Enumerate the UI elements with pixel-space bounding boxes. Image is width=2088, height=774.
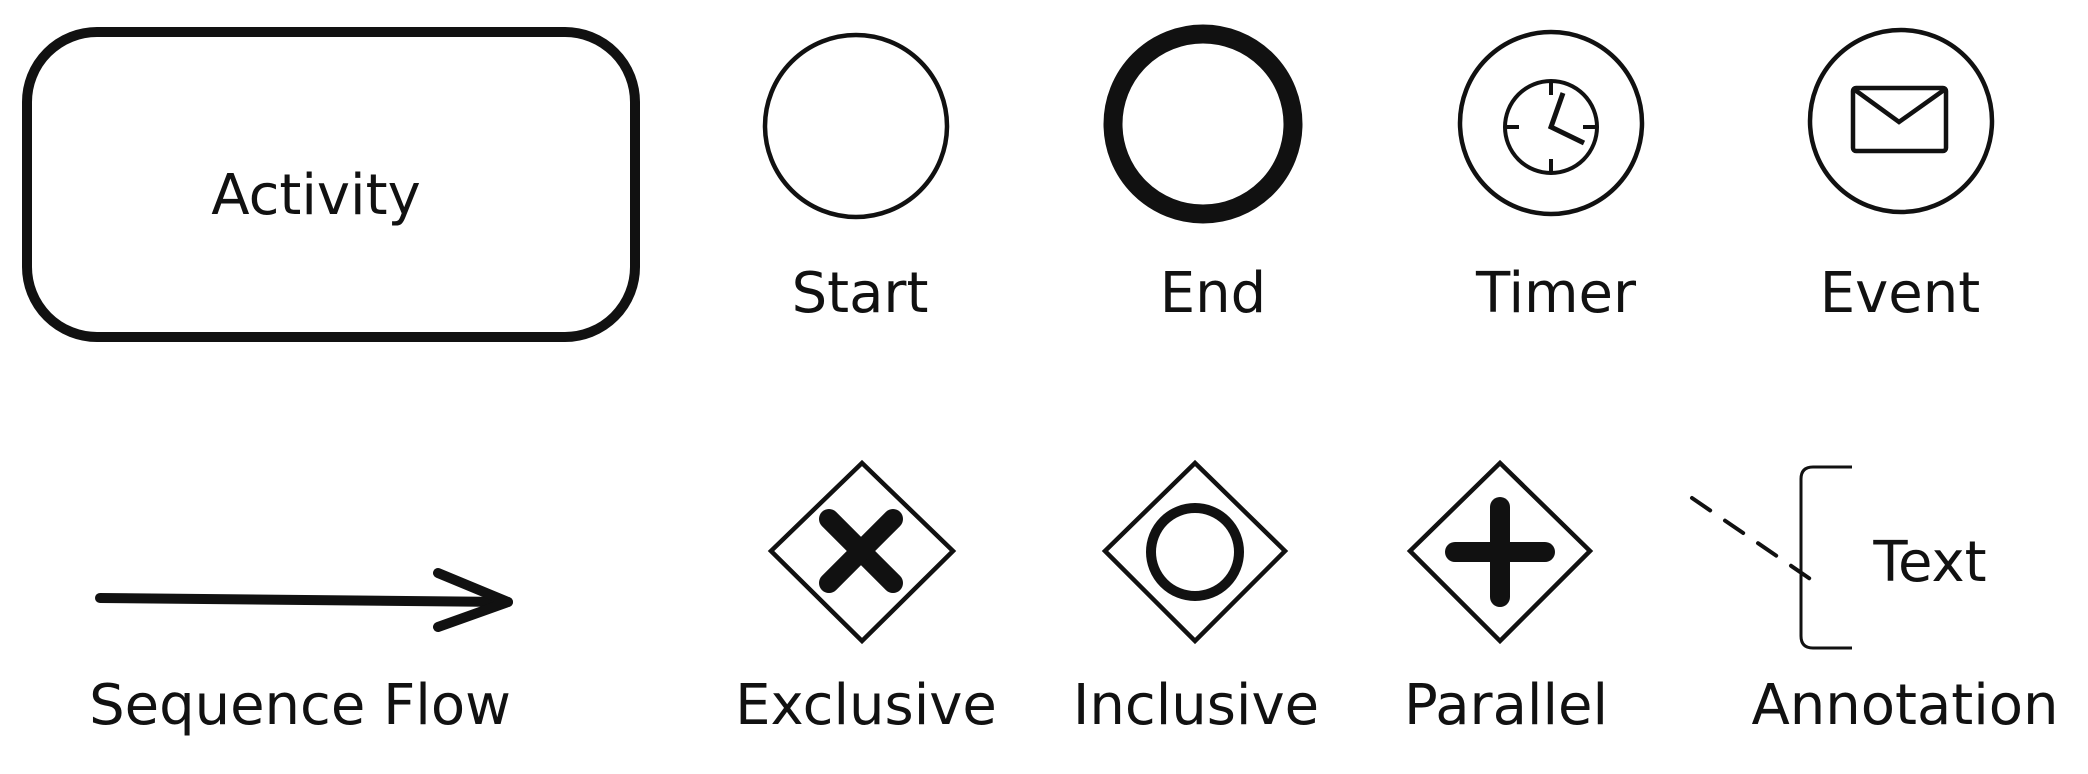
sequence-flow: Sequence Flow xyxy=(89,568,513,738)
exclusive-gateway: Exclusive xyxy=(735,459,997,738)
timer-event-label: Timer xyxy=(1475,261,1637,326)
annotation-label: Annotation xyxy=(1751,673,2058,738)
sequence-flow-label: Sequence Flow xyxy=(89,673,511,738)
parallel-gateway: Parallel xyxy=(1404,459,1608,738)
text-annotation: Text Annotation xyxy=(1690,465,2059,738)
start-event-circle xyxy=(762,32,950,220)
timer-event-circle xyxy=(1457,29,1645,217)
clock-icon xyxy=(1503,79,1599,175)
timer-event: Timer xyxy=(1457,29,1645,326)
envelope-icon xyxy=(1850,85,1949,154)
start-event: Start xyxy=(762,32,950,326)
parallel-gateway-diamond xyxy=(1406,459,1594,645)
parallel-gateway-label: Parallel xyxy=(1404,673,1608,738)
end-event: End xyxy=(1103,24,1303,326)
plus-icon xyxy=(1445,497,1555,607)
message-event: Event xyxy=(1807,27,1995,326)
exclusive-gateway-diamond xyxy=(767,459,957,645)
annotation-text: Text xyxy=(1872,530,1986,595)
end-event-label: End xyxy=(1160,261,1266,326)
exclusive-gateway-label: Exclusive xyxy=(735,673,997,738)
start-event-label: Start xyxy=(792,261,929,326)
circle-icon xyxy=(1146,503,1244,601)
x-icon xyxy=(819,509,903,593)
activity-label: Activity xyxy=(211,163,420,228)
inclusive-gateway-diamond xyxy=(1101,459,1289,645)
annotation-bracket xyxy=(1799,465,1852,650)
arrow-icon xyxy=(95,568,513,632)
message-event-circle xyxy=(1807,27,1995,215)
activity-box xyxy=(22,27,640,342)
activity-shape: Activity xyxy=(22,27,640,342)
inclusive-gateway: Inclusive xyxy=(1073,459,1319,738)
end-event-circle xyxy=(1103,24,1303,224)
inclusive-gateway-label: Inclusive xyxy=(1073,673,1319,738)
message-event-label: Event xyxy=(1820,261,1980,326)
